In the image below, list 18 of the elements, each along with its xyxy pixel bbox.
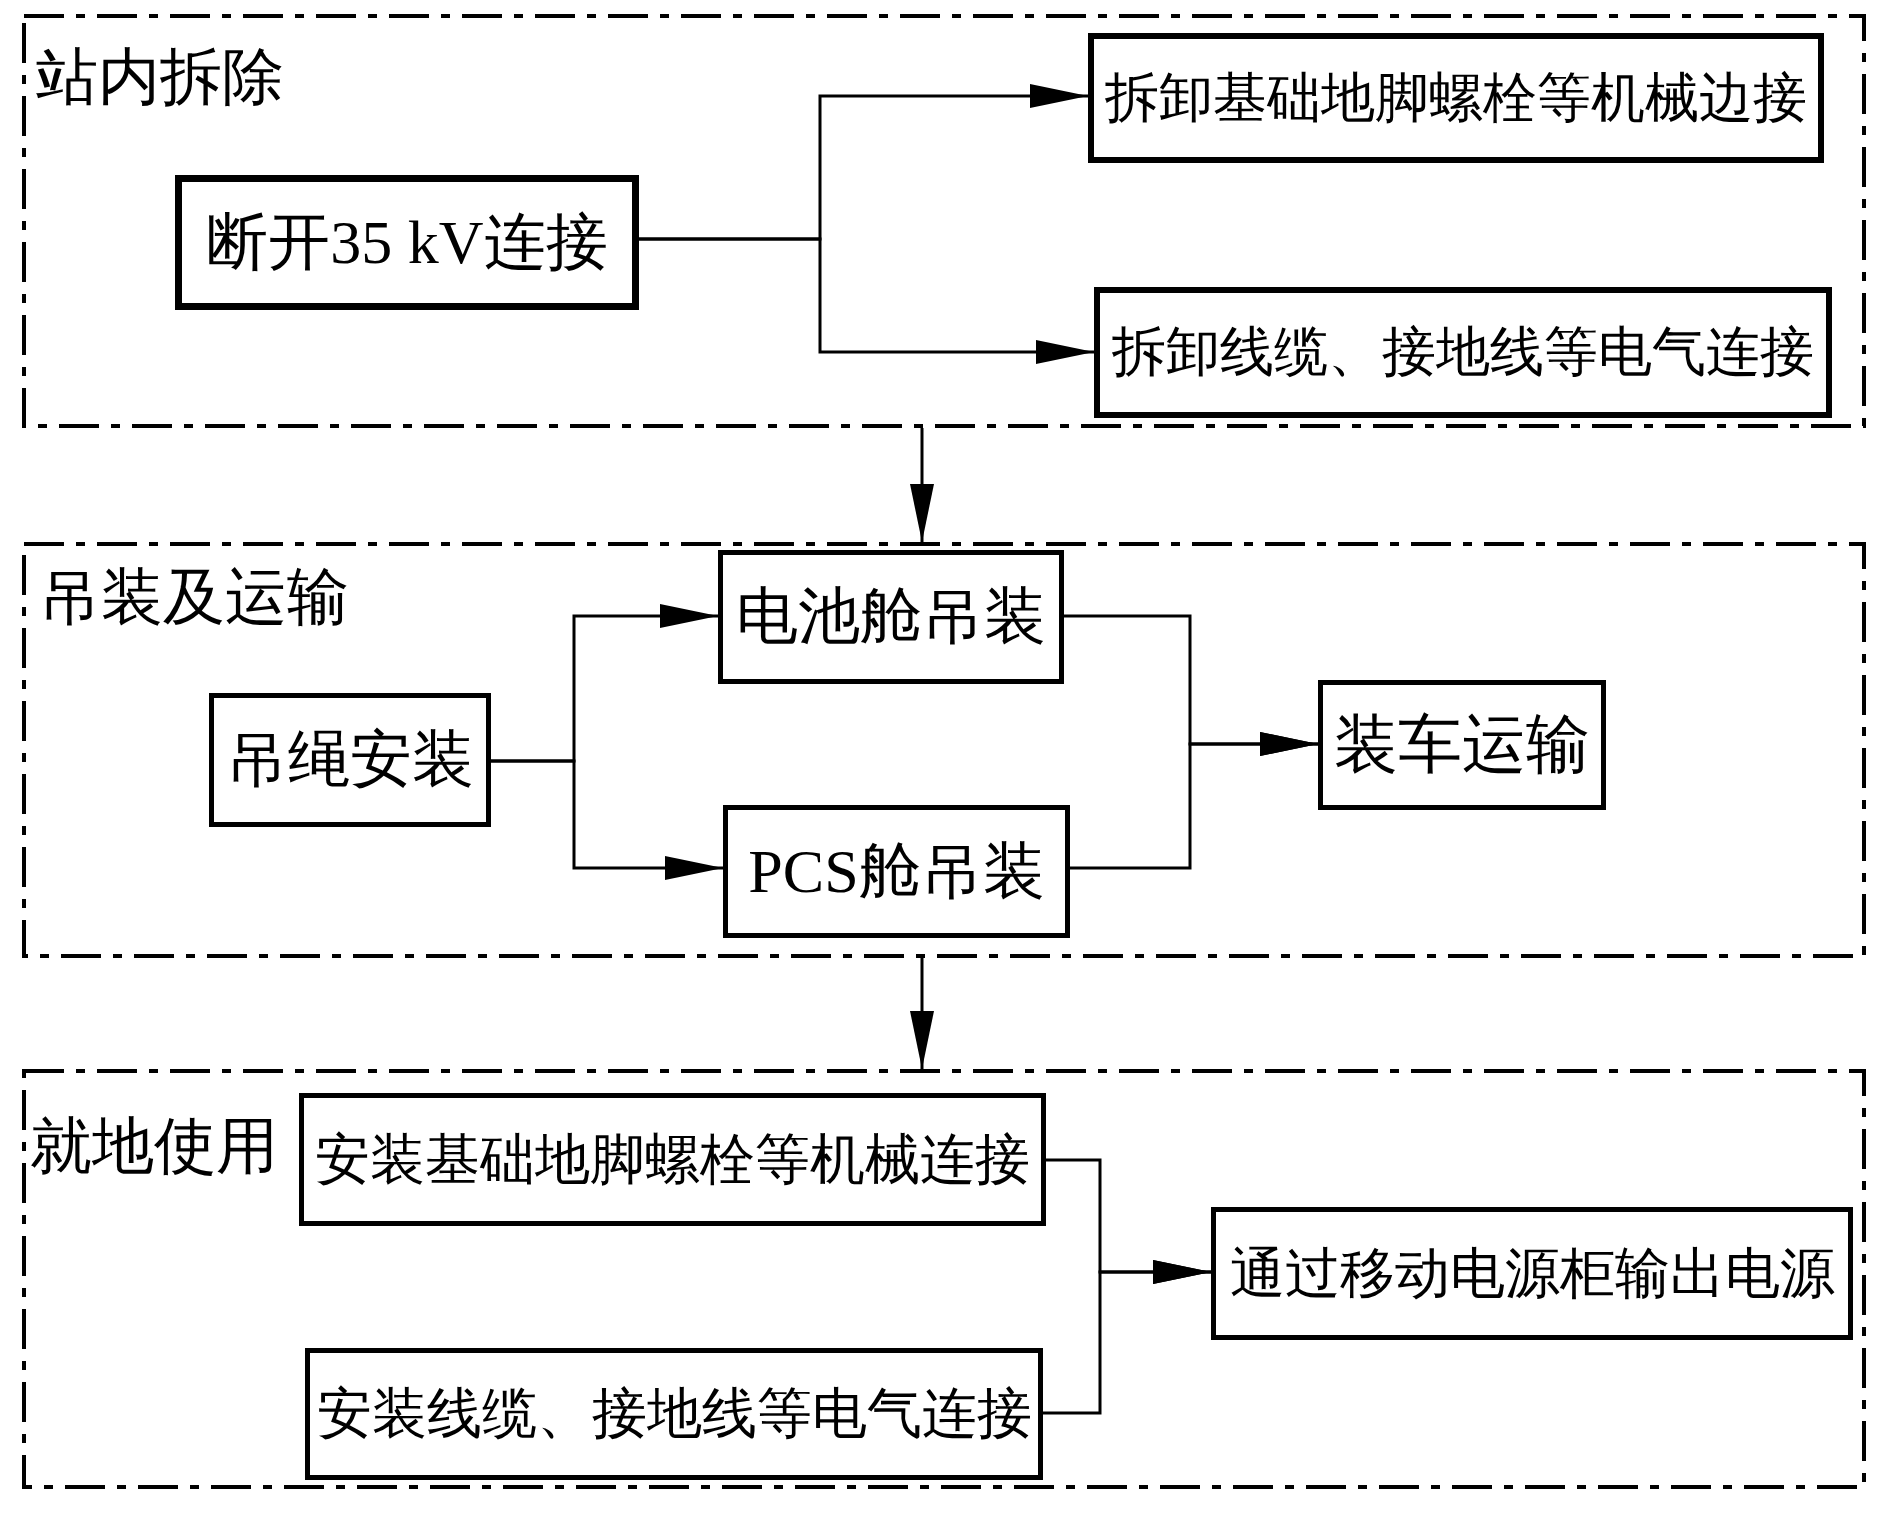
group-title: 吊装及运输 (39, 566, 349, 628)
dash-dot-frame (22, 14, 1866, 428)
arrow (910, 428, 934, 542)
process-box: 断开35 kV连接 (175, 175, 639, 310)
process-box: 安装基础地脚螺栓等机械连接 (299, 1093, 1046, 1226)
process-box: PCS舱吊装 (723, 805, 1070, 938)
group-title: 站内拆除 (36, 46, 284, 108)
dash-dot-frame (22, 542, 1866, 958)
process-box: 电池舱吊装 (718, 550, 1064, 684)
process-box: 拆卸基础地脚螺栓等机械边接 (1088, 33, 1824, 163)
process-box: 安装线缆、接地线等电气连接 (305, 1348, 1043, 1480)
arrow (910, 958, 934, 1069)
process-box: 通过移动电源柜输出电源 (1211, 1207, 1853, 1340)
process-box: 吊绳安装 (209, 693, 491, 827)
process-box: 拆卸线缆、接地线等电气连接 (1094, 287, 1832, 418)
dash-dot-frame (22, 1069, 1866, 1489)
process-box: 装车运输 (1318, 680, 1606, 810)
group-title: 就地使用 (30, 1115, 278, 1177)
